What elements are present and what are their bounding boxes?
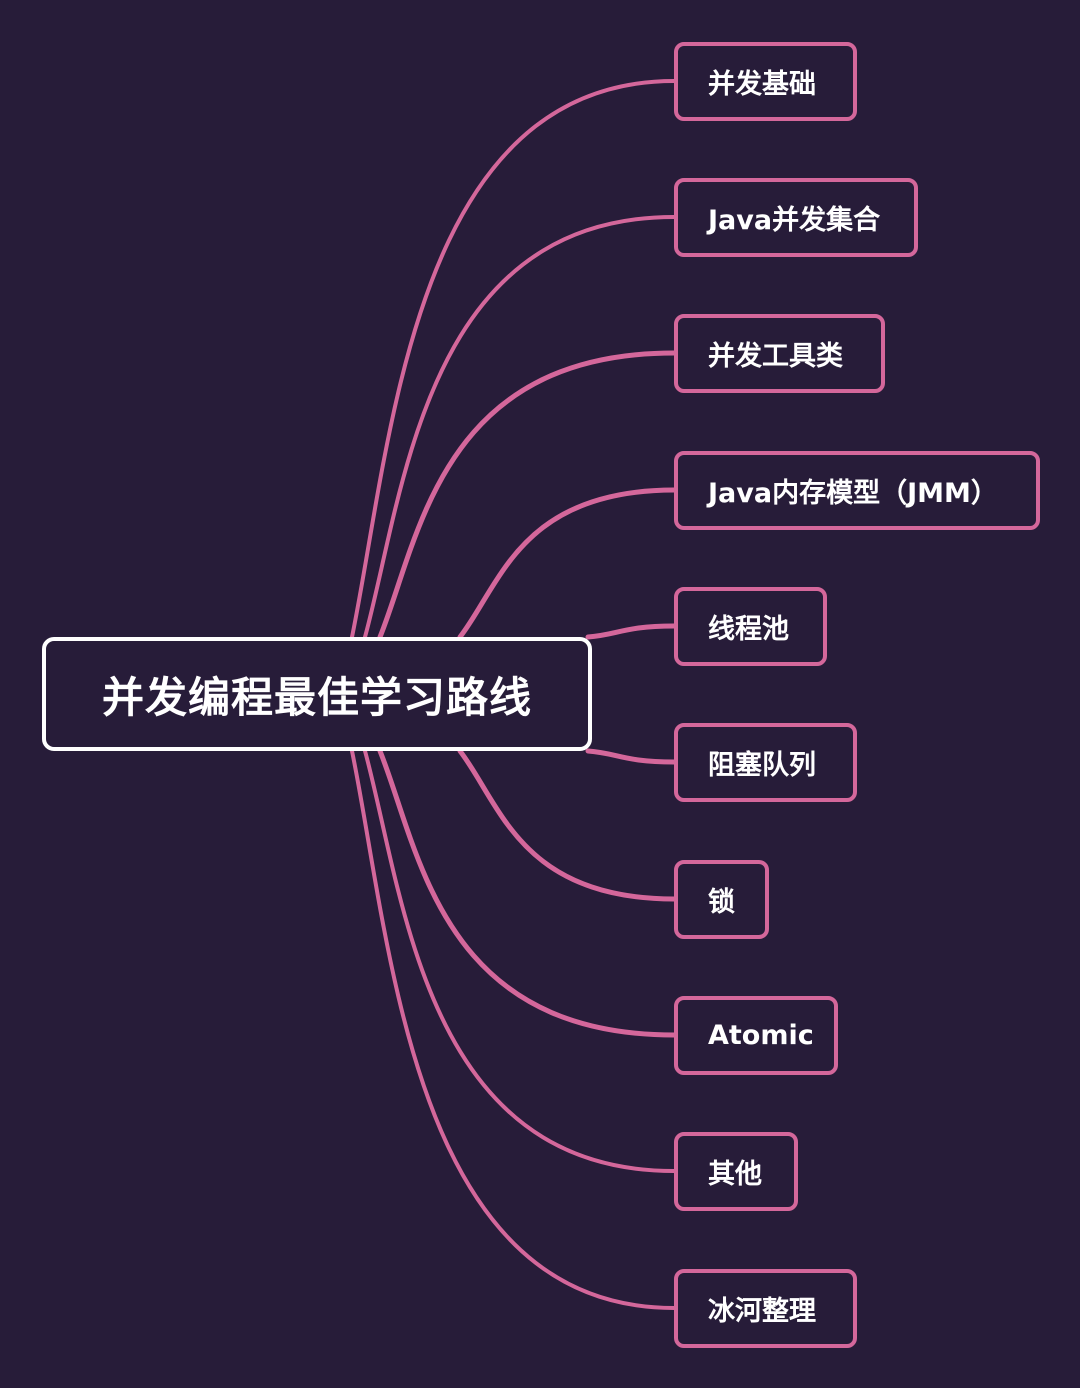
branch-label: 其他: [708, 1159, 762, 1190]
branch-label: 冰河整理: [708, 1296, 816, 1327]
branch-label: 阻塞队列: [708, 750, 816, 781]
branch-connector-3: [457, 487, 677, 640]
branch-connector-6: [457, 748, 677, 902]
branch-node-atomic[interactable]: Atomic: [674, 996, 838, 1075]
branch-connector-8: [363, 749, 676, 1173]
root-node[interactable]: 并发编程最佳学习路线: [42, 637, 592, 751]
branch-label: Atomic: [708, 1020, 814, 1051]
branch-connector-1: [363, 215, 676, 639]
branch-connector-5: [585, 748, 677, 765]
branch-label: 线程池: [708, 614, 789, 645]
branch-node-blocking-queue[interactable]: 阻塞队列: [674, 723, 857, 802]
branch-label: Java并发集合: [708, 205, 881, 236]
branch-node-others[interactable]: 其他: [674, 1132, 798, 1211]
branch-node-java-concurrent-collections[interactable]: Java并发集合: [674, 178, 918, 257]
branch-node-concurrency-tools[interactable]: 并发工具类: [674, 314, 885, 393]
branch-label: 并发基础: [708, 69, 816, 100]
branch-connector-9: [350, 749, 676, 1310]
branch-label: 并发工具类: [708, 341, 843, 372]
branch-label: 锁: [708, 887, 735, 918]
branch-connector-2: [377, 350, 677, 640]
branch-node-concurrency-basics[interactable]: 并发基础: [674, 42, 857, 121]
branch-label: Java内存模型（JMM）: [708, 478, 998, 509]
branch-node-java-memory-model[interactable]: Java内存模型（JMM）: [674, 451, 1040, 530]
branch-node-lock[interactable]: 锁: [674, 860, 769, 939]
branch-node-binghe-notes[interactable]: 冰河整理: [674, 1269, 857, 1348]
branch-connector-7: [377, 748, 677, 1038]
root-label: 并发编程最佳学习路线: [101, 672, 532, 722]
branch-node-thread-pool[interactable]: 线程池: [674, 587, 827, 666]
branch-connector-0: [350, 79, 676, 639]
branch-connector-4: [585, 623, 677, 640]
